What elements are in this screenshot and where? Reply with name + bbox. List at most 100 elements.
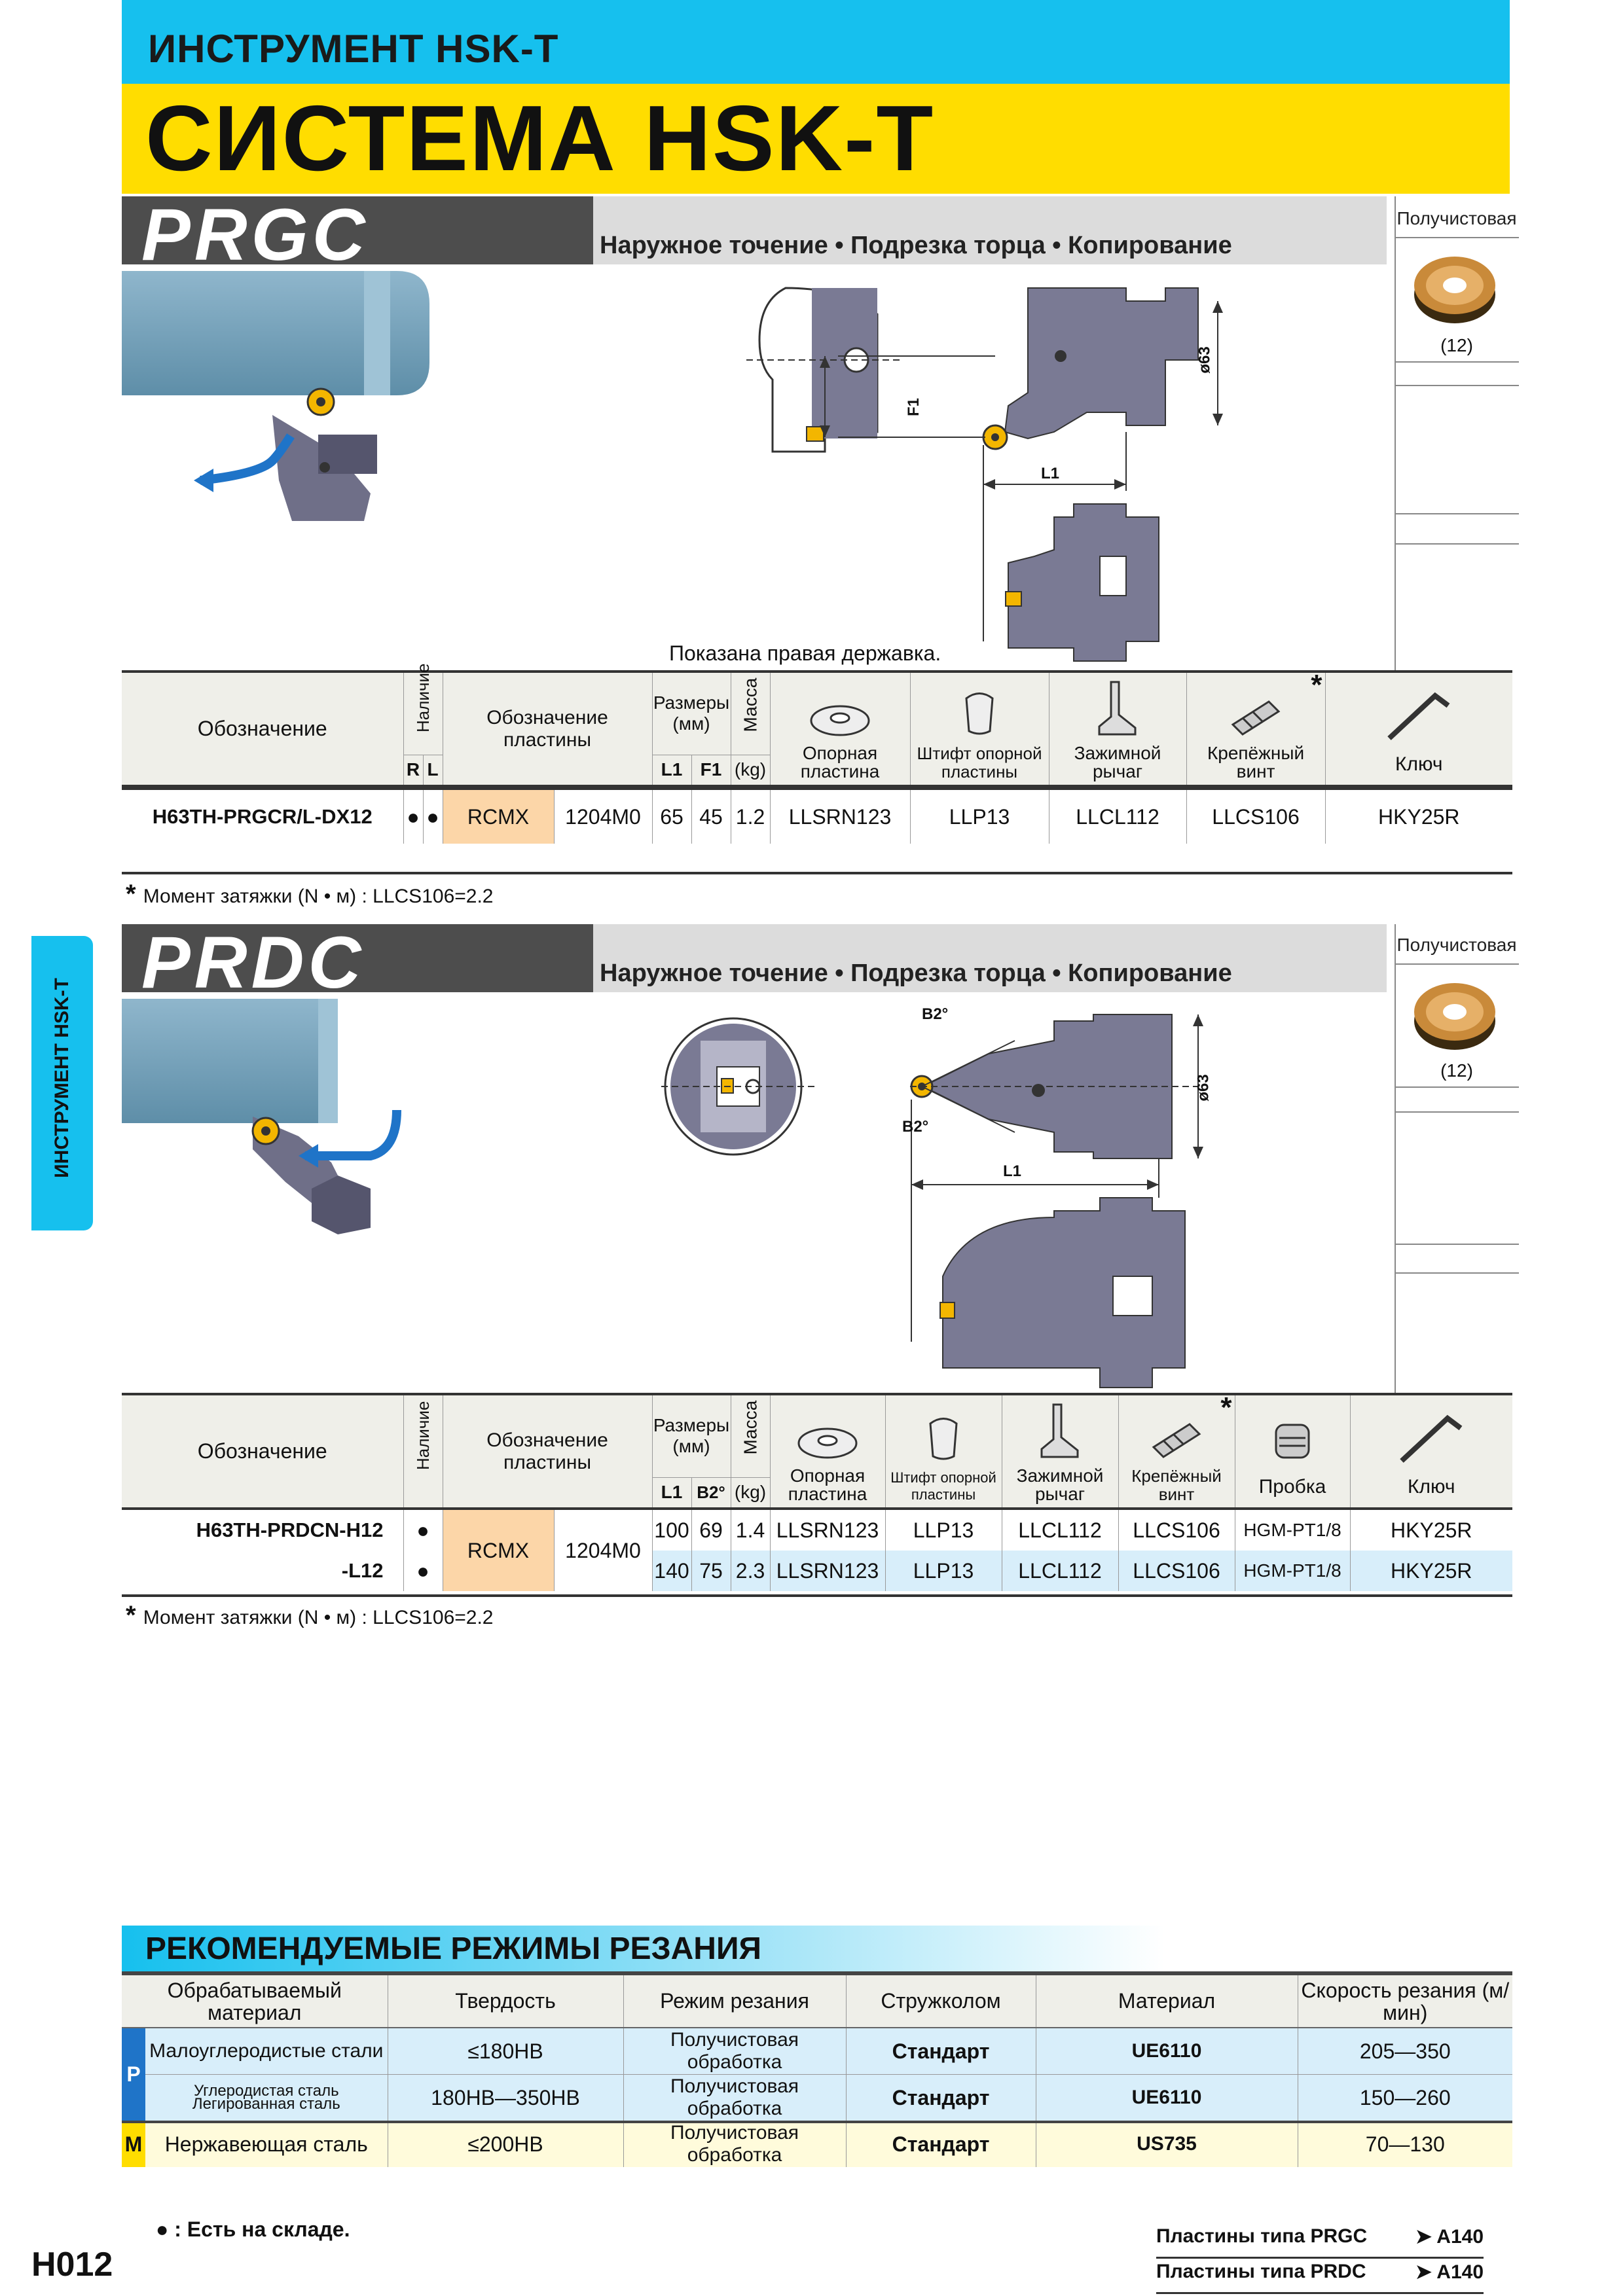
divider bbox=[1395, 963, 1519, 965]
part-code: HKY25R bbox=[1391, 1558, 1472, 1583]
ref-page: ➤ A140 bbox=[1415, 2226, 1484, 2248]
prdc-insert-panel bbox=[1395, 924, 1519, 1397]
row-code: H63TH-PRGCR/L-DX12 bbox=[122, 790, 404, 844]
part-label: Зажимной рычаг bbox=[1074, 743, 1161, 781]
shim-icon bbox=[810, 705, 870, 736]
prdc-dim-diameter: ø63 bbox=[1194, 1074, 1213, 1102]
table-row: H63TH-PRDCN-H12 ● RCMX 1204M0 100 69 1.4… bbox=[122, 1510, 1512, 1591]
stock-dot: ● bbox=[403, 1551, 443, 1591]
part-code: HGM-PT1/8 bbox=[1235, 1510, 1351, 1551]
prdc-table-top-rule bbox=[122, 1393, 1512, 1395]
prdc-title-bar bbox=[122, 924, 593, 992]
row-code: H63TH-PRDCN-H12 bbox=[122, 1510, 404, 1551]
prgc-insert-panel bbox=[1395, 196, 1519, 673]
col-mass: Масса bbox=[731, 1395, 771, 1478]
col-part-2: Штифт опорной пластины bbox=[910, 673, 1049, 785]
mass-value: 2.3 bbox=[731, 1551, 771, 1591]
col-mass-label: Масса bbox=[740, 677, 761, 732]
speed-value: 205—350 bbox=[1359, 2039, 1451, 2063]
col-speed: Скорость резания (м/мин) bbox=[1298, 1975, 1513, 2028]
dim-l1: 100 bbox=[652, 1510, 692, 1551]
stock-dot: ● bbox=[403, 1510, 443, 1551]
col-part-4: * Крепёжный винт bbox=[1186, 669, 1326, 785]
prgc-dim-l1: L1 bbox=[1041, 465, 1060, 482]
prgc-operations: Наружное точение • Подрезка торца • Копи… bbox=[600, 232, 1232, 259]
col-l: L bbox=[423, 755, 443, 785]
ref-prdc[interactable]: Пластины типа PRDC ➤ A140 bbox=[1156, 2261, 1484, 2294]
plug-icon bbox=[1275, 1424, 1310, 1459]
table-row: -L12 ● 140 75 2.3 LLSRN123 LLP13 LLCL112… bbox=[122, 1551, 1513, 1591]
part-code: LLCL112 bbox=[1049, 790, 1187, 844]
header-subtitle: ИНСТРУМЕНТ HSK-T bbox=[148, 27, 559, 71]
material-class-p: P bbox=[122, 2028, 145, 2121]
col-part-3: Зажимной рычаг bbox=[1049, 673, 1187, 785]
part-label: Ключ bbox=[1395, 753, 1443, 775]
part-code: LLCS106 bbox=[1118, 1551, 1235, 1591]
dim-f1: 45 bbox=[691, 790, 731, 844]
part-code: LLP13 bbox=[910, 790, 1049, 844]
part-label: Штифт опорной пластины bbox=[917, 744, 1042, 781]
hardness-value: 180HB—350HB bbox=[388, 2074, 624, 2121]
cutting-top-rule bbox=[122, 1971, 1512, 1975]
star-mark: * bbox=[126, 1601, 143, 1630]
col-l1: L1 bbox=[652, 1477, 692, 1507]
cutting-title: РЕКОМЕНДУЕМЫЕ РЕЖИМЫ РЕЗАНИЯ bbox=[145, 1931, 761, 1966]
part-code: LLSRN123 bbox=[770, 790, 911, 844]
part-code: LLSRN123 bbox=[770, 1551, 886, 1591]
prdc-ops-bar bbox=[593, 924, 1387, 992]
part-code: LLCL112 bbox=[1002, 1510, 1119, 1551]
part-code: LLP13 bbox=[885, 1510, 1002, 1551]
page-title: СИСТЕМА HSK-T bbox=[145, 86, 935, 190]
prdc-insert-grade: Получистовая bbox=[1396, 935, 1517, 955]
prgc-right-holder-note: Показана правая державка. bbox=[669, 641, 941, 665]
insert-size: 1204M0 bbox=[554, 1510, 653, 1591]
col-part-6: Ключ bbox=[1350, 1395, 1512, 1507]
col-stock: Наличие bbox=[403, 663, 443, 755]
col-material: Обрабатываемый материал bbox=[122, 1975, 388, 2028]
prgc-technical-drawing bbox=[746, 287, 1223, 662]
cutting-title-band bbox=[122, 1926, 1512, 1971]
mass-value: 1.2 bbox=[731, 790, 771, 844]
side-tab-label: ИНСТРУМЕНТ HSK-T bbox=[51, 978, 73, 1178]
table-row: H63TH-PRGCR/L-DX12 ● ● RCMX 1204M0 65 45… bbox=[122, 790, 1512, 844]
insert-size: 1204M0 bbox=[554, 790, 653, 844]
part-label: Зажимной рычаг bbox=[1016, 1465, 1104, 1504]
part-code: LLCS106 bbox=[1118, 1510, 1235, 1551]
grade-value: UE6110 bbox=[1036, 2074, 1298, 2121]
stock-legend: ● : Есть на складе. bbox=[156, 2217, 350, 2241]
star-mark: * bbox=[1311, 669, 1322, 701]
prdc-application-illustration bbox=[122, 992, 488, 1234]
speed-value: 70—130 bbox=[1365, 2132, 1445, 2156]
col-mass: Масса bbox=[731, 673, 771, 755]
col-insert: Обозначение пластины bbox=[443, 673, 653, 785]
divider bbox=[1395, 361, 1519, 363]
col-kg: (kg) bbox=[731, 1477, 771, 1507]
part-label: Крепёжный винт bbox=[1131, 1466, 1222, 1504]
prgc-ops-bar bbox=[593, 196, 1387, 264]
col-stock-label: Наличие bbox=[412, 663, 433, 732]
prdc-dim-l1: L1 bbox=[1003, 1162, 1022, 1180]
hardness-value: ≤200HB bbox=[388, 2121, 624, 2167]
part-code: HKY25R bbox=[1391, 1518, 1472, 1542]
col-mode: Режим резания bbox=[623, 1975, 847, 2028]
prgc-title-bar bbox=[122, 196, 593, 264]
col-insert: Обозначение пластины bbox=[443, 1395, 653, 1507]
material-name: Малоуглеродистые стали bbox=[145, 2028, 388, 2075]
shim-pin-icon bbox=[965, 692, 994, 735]
col-part-5: Пробка bbox=[1235, 1395, 1351, 1507]
mode-value: Получистовая обработка bbox=[623, 2121, 847, 2167]
ref-prgc[interactable]: Пластины типа PRGC ➤ A140 bbox=[1156, 2225, 1484, 2259]
col-grade: Материал bbox=[1036, 1975, 1298, 2028]
divider bbox=[1395, 1272, 1519, 1274]
shim-icon bbox=[797, 1427, 858, 1459]
col-kg: (kg) bbox=[731, 755, 771, 785]
mode-value: Получистовая обработка bbox=[623, 2028, 847, 2075]
prdc-table: Обозначение Наличие Обозначение пластины… bbox=[122, 1391, 1513, 1591]
torque-text: Момент затяжки (N • м) : LLCS106=2.2 bbox=[143, 1607, 494, 1628]
row-code: -L12 bbox=[122, 1551, 404, 1591]
screw-icon bbox=[1231, 700, 1281, 736]
part-code: LLP13 bbox=[885, 1551, 1002, 1591]
col-part-1: Опорная пластина bbox=[770, 673, 911, 785]
stock-dot: ● bbox=[423, 790, 443, 844]
star-mark: * bbox=[126, 880, 143, 908]
